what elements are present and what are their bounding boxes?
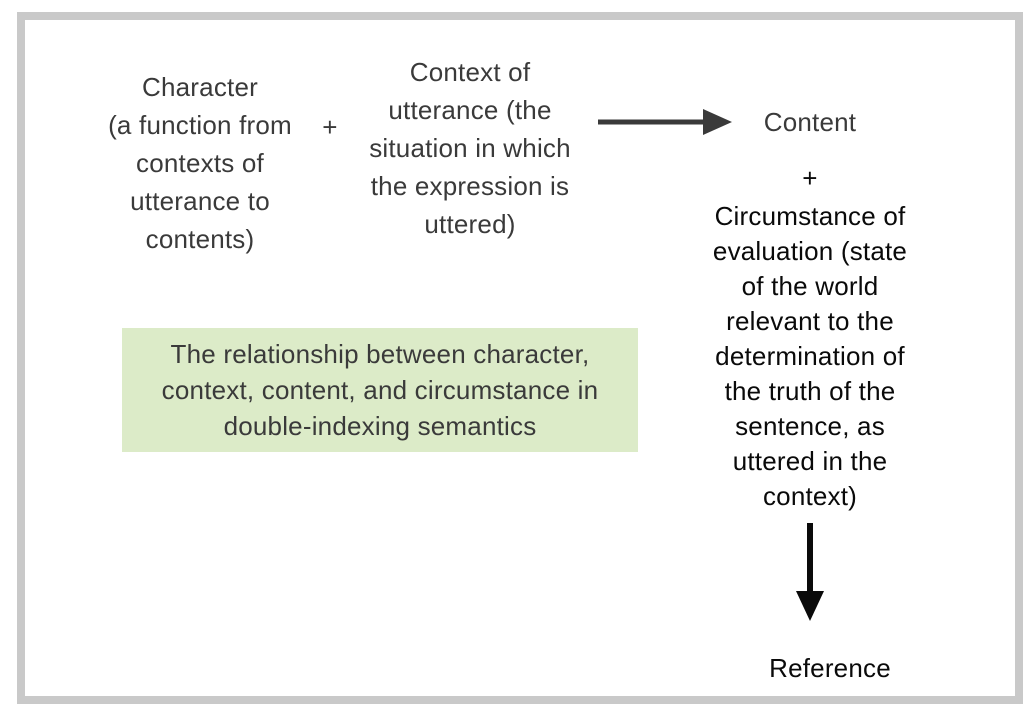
text-line: uttered in the [732, 446, 888, 476]
text-line: sentence, as [735, 411, 885, 441]
text-line: relevant to the [726, 306, 894, 336]
text-line: the expression is [370, 171, 570, 201]
character-block: Character (a function from contexts of u… [85, 68, 315, 258]
caption-box: The relationship between character, cont… [122, 328, 638, 452]
text-line: utterance (the [388, 95, 552, 125]
down-arrow-icon [796, 523, 824, 621]
plus-sign-right: + [802, 163, 818, 193]
text-line: of the world [741, 271, 879, 301]
reference-label: Reference [769, 653, 891, 683]
right-arrow-icon [598, 109, 732, 135]
plus-sign-left: + [322, 112, 338, 142]
text-line: situation in which [369, 133, 571, 163]
text-line: determination of [715, 341, 905, 371]
text-line: the truth of the [724, 376, 896, 406]
text-line: Circumstance of [714, 201, 906, 231]
content-label: Content [763, 107, 857, 137]
text-line: contexts of [136, 148, 264, 178]
text-line: (a function from [108, 110, 292, 140]
circumstance-block: Circumstance of evaluation (state of the… [693, 199, 927, 514]
context-block: Context of utterance (the situation in w… [355, 53, 585, 243]
text-line: double-indexing semantics [223, 411, 537, 441]
text-line: context) [762, 481, 858, 511]
text-line: Character [142, 72, 258, 102]
text-line: The relationship between character, [170, 339, 590, 369]
text-line: context, content, and circumstance in [161, 375, 599, 405]
text-line: Context of [409, 57, 531, 87]
text-line: contents) [145, 224, 255, 254]
text-line: uttered) [424, 209, 516, 239]
text-line: utterance to [130, 186, 270, 216]
text-line: evaluation (state [712, 236, 908, 266]
caption-text: The relationship between character, cont… [162, 336, 599, 444]
